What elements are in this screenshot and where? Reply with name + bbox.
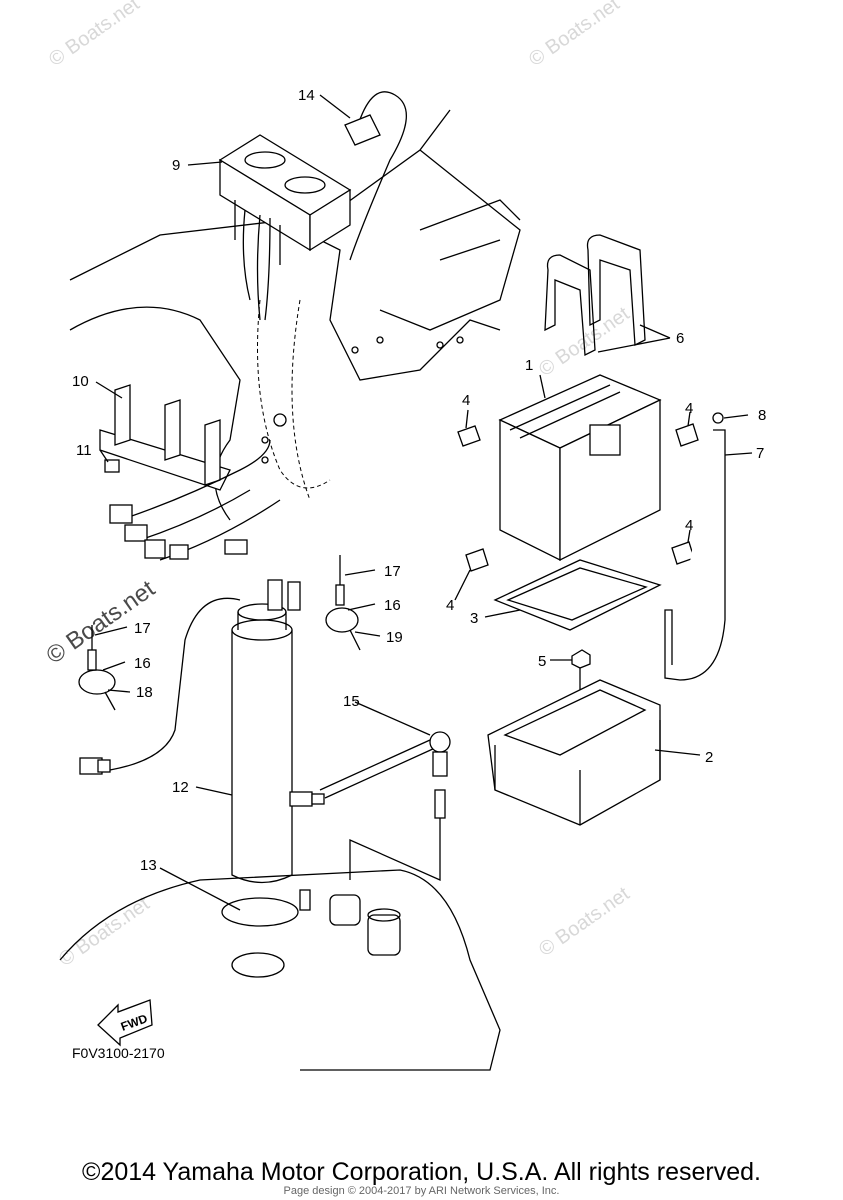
callout-19: 19 bbox=[386, 629, 403, 646]
callout-10: 10 bbox=[72, 373, 89, 390]
callout-3: 3 bbox=[470, 610, 478, 627]
callout-2: 2 bbox=[705, 749, 713, 766]
callout-14: 14 bbox=[298, 87, 315, 104]
callout-6: 6 bbox=[676, 330, 684, 347]
callout-12: 12 bbox=[172, 779, 189, 796]
callout-4c: 4 bbox=[685, 517, 693, 534]
vent-hose bbox=[664, 412, 726, 681]
leader-lines bbox=[94, 94, 753, 911]
callout-7: 7 bbox=[756, 445, 764, 462]
callout-4b: 4 bbox=[685, 400, 693, 417]
battery-pads bbox=[457, 423, 699, 572]
page-design-notice: Page design © 2004-2017 by ARI Network S… bbox=[283, 1185, 560, 1197]
callout-16a: 16 bbox=[384, 597, 401, 614]
fuel-tank bbox=[59, 869, 501, 1071]
callout-15: 15 bbox=[343, 693, 360, 710]
fuel-sender-unit bbox=[79, 579, 301, 884]
bracket bbox=[99, 384, 231, 491]
fwd-arrow: FWD bbox=[97, 999, 153, 1047]
meter-assembly bbox=[218, 134, 352, 321]
cable-clamp-upper bbox=[325, 555, 361, 651]
battery-base-pad bbox=[493, 559, 662, 631]
callout-16b: 16 bbox=[134, 655, 151, 672]
battery bbox=[498, 374, 662, 562]
watermark: © Boats.net bbox=[535, 883, 634, 961]
callout-11: 11 bbox=[76, 442, 92, 459]
watermark: © Boats.net bbox=[55, 893, 154, 971]
watermark-group: © Boats.net bbox=[45, 0, 144, 71]
callout-5: 5 bbox=[538, 653, 546, 670]
cable-clamp-lower bbox=[78, 625, 116, 711]
watermark: © Boats.net bbox=[45, 0, 144, 71]
callouts: 1 2 3 4 4 4 4 5 6 7 8 9 10 11 12 13 14 1… bbox=[72, 87, 766, 874]
callout-17b: 17 bbox=[134, 620, 151, 637]
callout-8: 8 bbox=[758, 407, 766, 424]
callout-4a: 4 bbox=[462, 392, 470, 409]
callout-13: 13 bbox=[140, 857, 157, 874]
callout-4d: 4 bbox=[446, 597, 454, 614]
hose-grommet bbox=[344, 91, 408, 261]
battery-box bbox=[487, 679, 661, 826]
callout-18: 18 bbox=[136, 684, 153, 701]
temperature-sensor bbox=[289, 731, 451, 882]
callout-17a: 17 bbox=[384, 563, 401, 580]
callout-1: 1 bbox=[525, 357, 533, 374]
callout-9: 9 bbox=[172, 157, 180, 174]
copyright-notice: ©2014 Yamaha Motor Corporation, U.S.A. A… bbox=[82, 1158, 761, 1186]
watermark: © Boats.net bbox=[525, 0, 624, 71]
wire-harness bbox=[109, 439, 281, 561]
battery-bands bbox=[544, 234, 646, 357]
figure-code: F0V3100-2170 bbox=[72, 1045, 165, 1061]
